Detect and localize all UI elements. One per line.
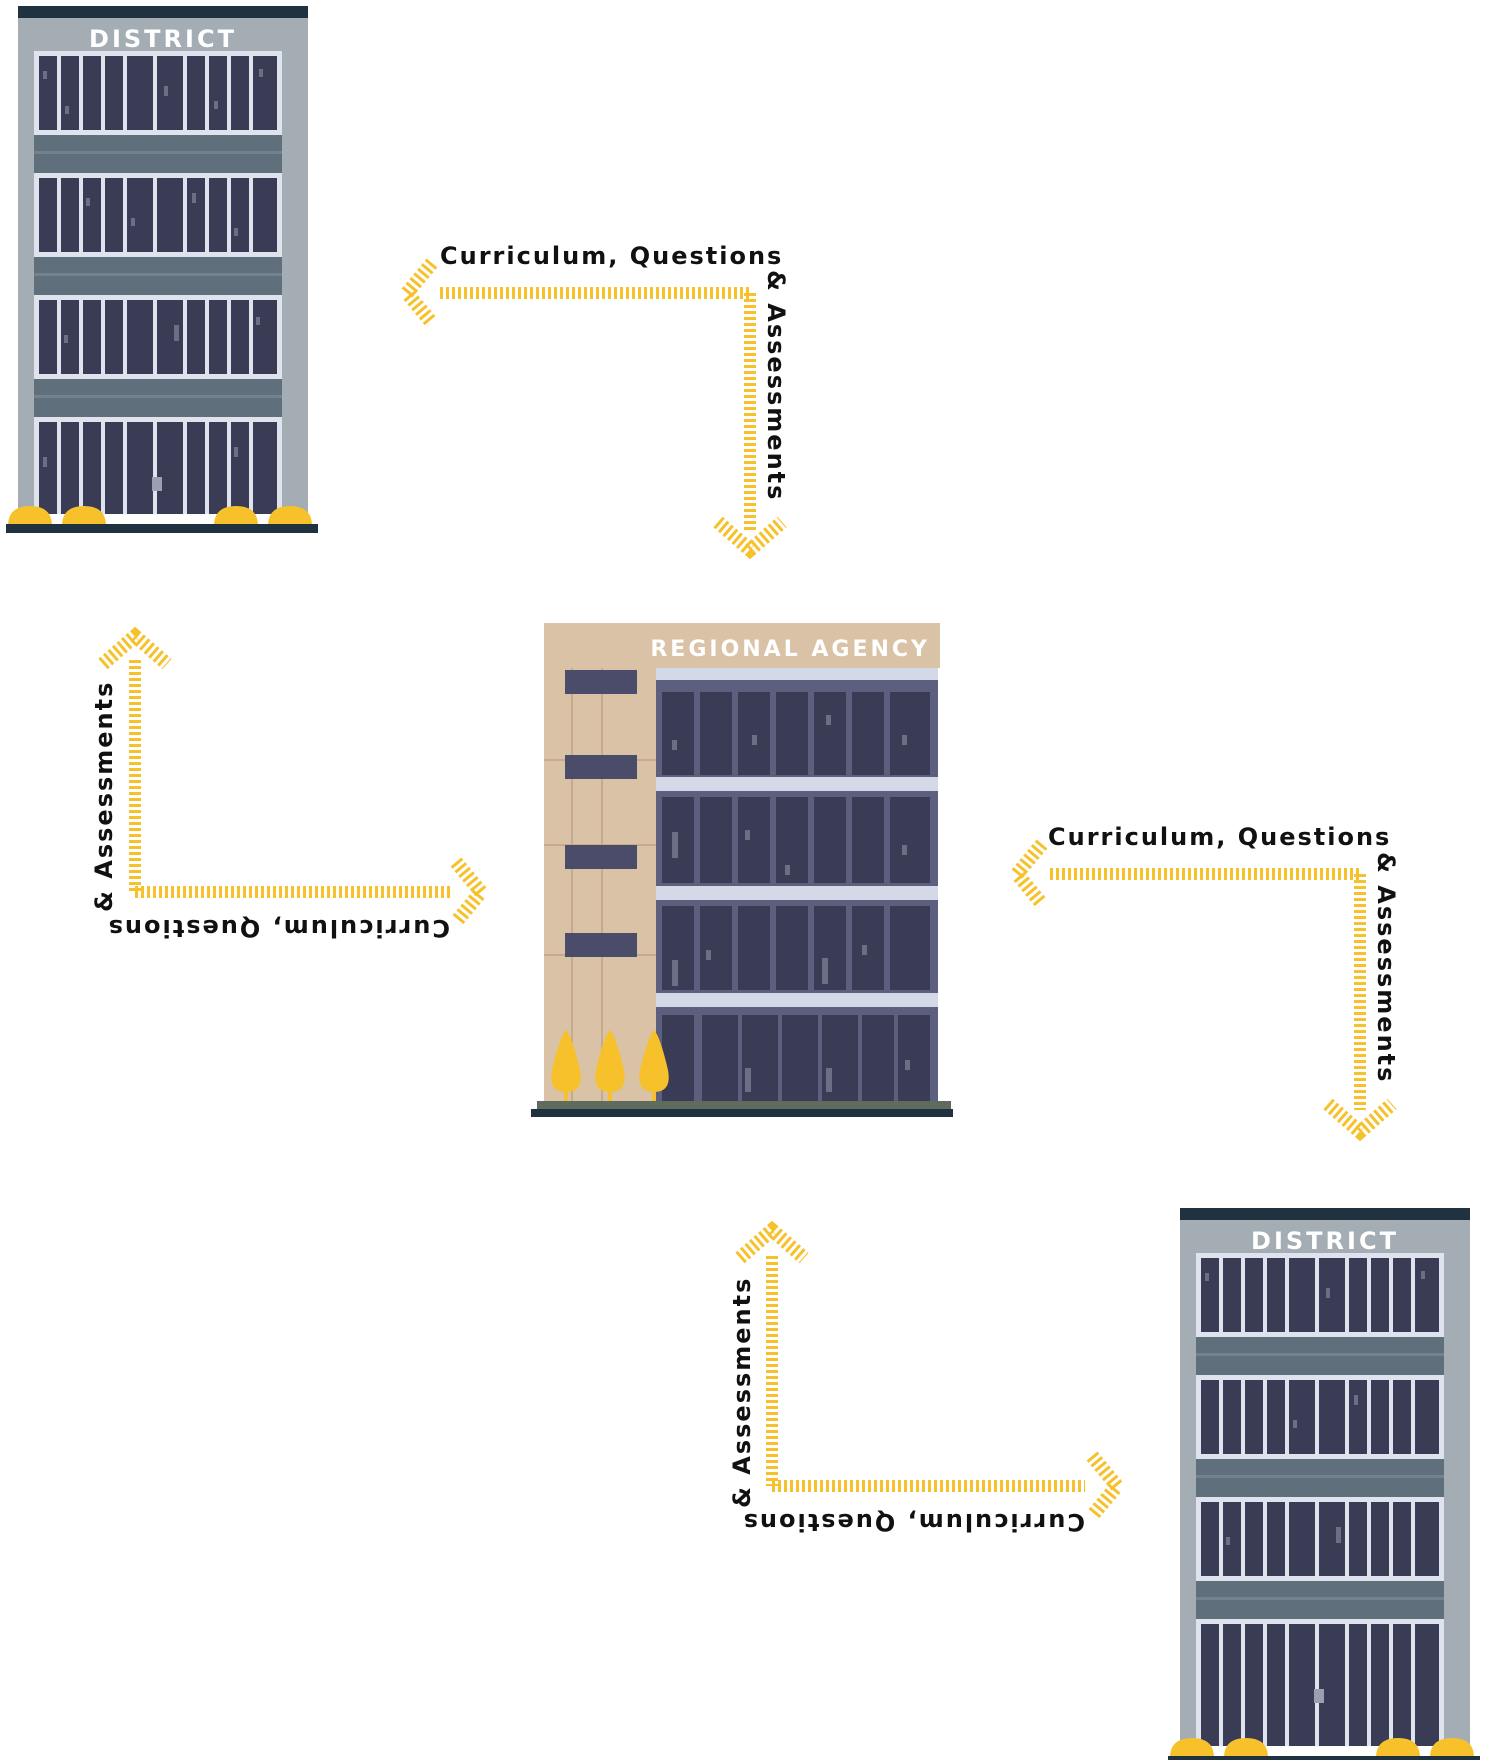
district-bottom-label: DISTRICT (1251, 1227, 1399, 1255)
district-building-bottom: DISTRICT (1168, 1208, 1480, 1760)
flow-label-3b: & Assessments (1372, 852, 1400, 1083)
regional-agency-label: REGIONAL AGENCY (650, 637, 930, 662)
arrowhead-left-icon (397, 258, 438, 328)
flow-label-4b: & Assessments (728, 1277, 756, 1508)
arrowhead-down-icon (1323, 1098, 1397, 1142)
flow-label-3a: Curriculum, Questions (1048, 823, 1391, 851)
flow-arrow-2: Curriculum, Questions & Assessments (90, 626, 491, 942)
bush-icon (62, 506, 106, 526)
arrowhead-up-icon (735, 1220, 809, 1264)
arrowhead-right-icon (1086, 1451, 1127, 1521)
arrowhead-right-icon (450, 857, 491, 927)
district-building-top: DISTRICT (6, 6, 318, 533)
arrowhead-up-icon (98, 626, 172, 670)
flow-label-1a: Curriculum, Questions (440, 242, 783, 270)
flow-arrow-4: Curriculum, Questions & Assessments (728, 1220, 1127, 1536)
regional-agency-building: REGIONAL AGENCY (531, 623, 953, 1117)
arrowhead-left-icon (1007, 839, 1048, 909)
district-top-label: DISTRICT (89, 25, 237, 53)
flow-arrow-1: Curriculum, Questions & Assessments (397, 242, 790, 560)
arrowhead-down-icon (713, 516, 787, 560)
bush-icon (1224, 1738, 1268, 1758)
bush-icon (1170, 1738, 1214, 1758)
flow-label-4a: Curriculum, Questions (742, 1508, 1085, 1536)
flow-label-2a: Curriculum, Questions (107, 914, 450, 942)
bush-icon (214, 506, 258, 526)
bush-icon (8, 506, 52, 526)
flow-label-1b: & Assessments (762, 270, 790, 501)
bush-icon (268, 506, 312, 526)
flow-label-2b: & Assessments (90, 681, 118, 912)
bush-icon (1430, 1738, 1474, 1758)
flow-arrow-3: Curriculum, Questions & Assessments (1007, 823, 1400, 1142)
bush-icon (1376, 1738, 1420, 1758)
